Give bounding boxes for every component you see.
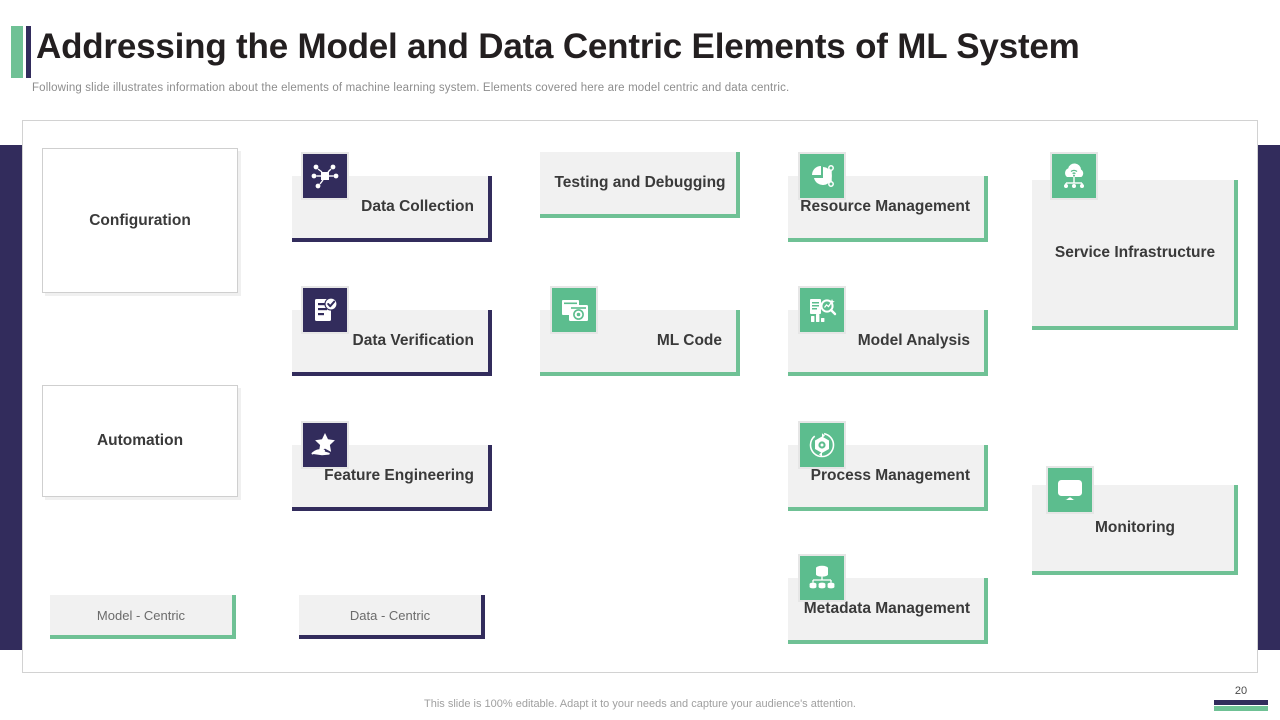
page-number-navy-bar <box>1214 700 1268 705</box>
card-data-verification-label: Data Verification <box>352 331 474 349</box>
data-collection-icon <box>301 152 349 200</box>
title-accent-navy-bar <box>26 26 31 78</box>
content-frame <box>22 120 1258 673</box>
card-monitoring-body: Monitoring <box>1032 485 1238 575</box>
card-metadata-management-label: Metadata Management <box>803 599 970 617</box>
card-service-infrastructure-body: Service Infrastructure <box>1032 180 1238 330</box>
slide-header: Addressing the Model and Data Centric El… <box>0 0 1280 112</box>
legend-model-centric-label: Model - Centric <box>96 607 186 623</box>
page-number-green-bar <box>1214 706 1268 711</box>
footer-note: This slide is 100% editable. Adapt it to… <box>424 698 856 710</box>
legend-data-centric-label: Data - Centric <box>349 607 431 623</box>
metadata-management-icon <box>798 554 846 602</box>
card-automation[interactable]: Automation <box>42 385 238 497</box>
resource-management-icon <box>798 152 846 200</box>
legend-data-centric[interactable]: Data - Centric <box>299 595 485 639</box>
right-navy-band <box>1258 145 1280 650</box>
process-management-icon <box>798 421 846 469</box>
card-data-collection-label: Data Collection <box>361 197 474 215</box>
page-title: Addressing the Model and Data Centric El… <box>36 27 1080 66</box>
monitoring-icon <box>1046 466 1094 514</box>
model-analysis-icon <box>798 286 846 334</box>
ml-code-icon <box>550 286 598 334</box>
page-number: 20 <box>1234 685 1248 697</box>
card-automation-label: Automation <box>96 432 184 449</box>
card-metadata-management-body: Metadata Management <box>788 578 988 644</box>
left-navy-band <box>0 145 22 650</box>
card-process-management-label: Process Management <box>810 466 970 484</box>
card-testing-and-debugging-label: Testing and Debugging <box>554 173 726 191</box>
card-resource-management-label: Resource Management <box>800 197 970 215</box>
page-subtitle: Following slide illustrates information … <box>32 82 790 94</box>
data-verification-icon <box>301 286 349 334</box>
card-service-infrastructure-label: Service Infrastructure <box>1054 243 1216 261</box>
card-model-analysis-label: Model Analysis <box>857 331 970 349</box>
cloud-infrastructure-icon <box>1050 152 1098 200</box>
card-feature-engineering-label: Feature Engineering <box>324 466 474 484</box>
card-configuration-label: Configuration <box>89 211 191 229</box>
card-data-collection-body: Data Collection <box>292 176 492 242</box>
feature-engineering-icon <box>301 421 349 469</box>
legend-model-centric[interactable]: Model - Centric <box>50 595 236 639</box>
card-testing-and-debugging-body: Testing and Debugging <box>540 152 740 218</box>
title-accent-green-bar <box>11 26 23 78</box>
card-ml-code-label: ML Code <box>656 331 722 349</box>
card-configuration[interactable]: Configuration <box>42 148 238 293</box>
card-monitoring-label: Monitoring <box>1094 518 1176 536</box>
